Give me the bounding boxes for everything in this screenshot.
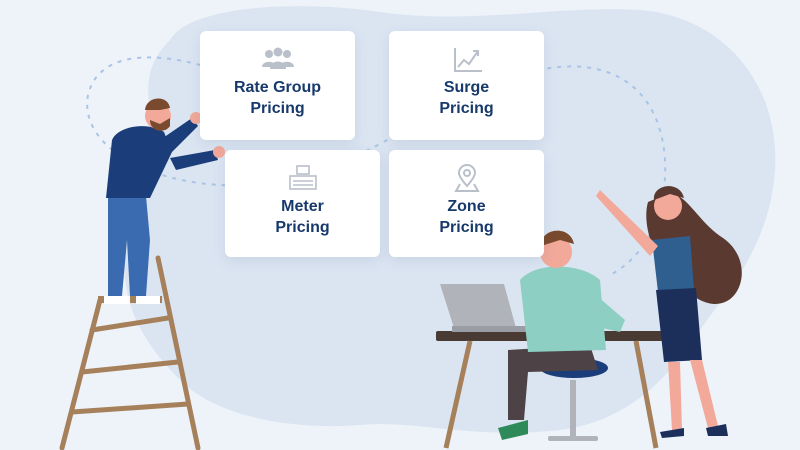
card-title-line1: Meter [281,198,324,215]
card-title-line2: Pricing [439,219,494,236]
card-title-line1: Surge [443,79,490,96]
zone-pricing-card[interactable]: Zone Pricing [389,150,544,257]
trend-chart-icon [453,48,482,72]
card-title-line1: Rate Group [233,79,322,96]
standing-woman [596,186,742,438]
laptop [440,284,552,332]
card-label: Rate Group Pricing [234,77,321,119]
people-group-icon [261,47,294,69]
man-on-ladder [104,98,225,304]
card-label: Zone Pricing [439,196,493,238]
seated-man [498,230,625,441]
taxi-meter-icon [288,165,317,190]
card-label: Meter Pricing [275,196,329,238]
ladder [59,255,201,450]
card-title-line2: Pricing [275,219,330,236]
card-title-line2: Pricing [439,100,494,117]
card-label: Surge Pricing [439,77,493,119]
surge-pricing-card[interactable]: Surge Pricing [389,31,544,140]
meter-pricing-card[interactable]: Meter Pricing [225,150,380,257]
card-title-line2: Pricing [250,100,305,117]
card-title-line1: Zone [447,198,486,215]
location-pin-icon [453,164,480,192]
dashed-path [86,56,667,276]
rate-group-pricing-card[interactable]: Rate Group Pricing [200,31,355,140]
